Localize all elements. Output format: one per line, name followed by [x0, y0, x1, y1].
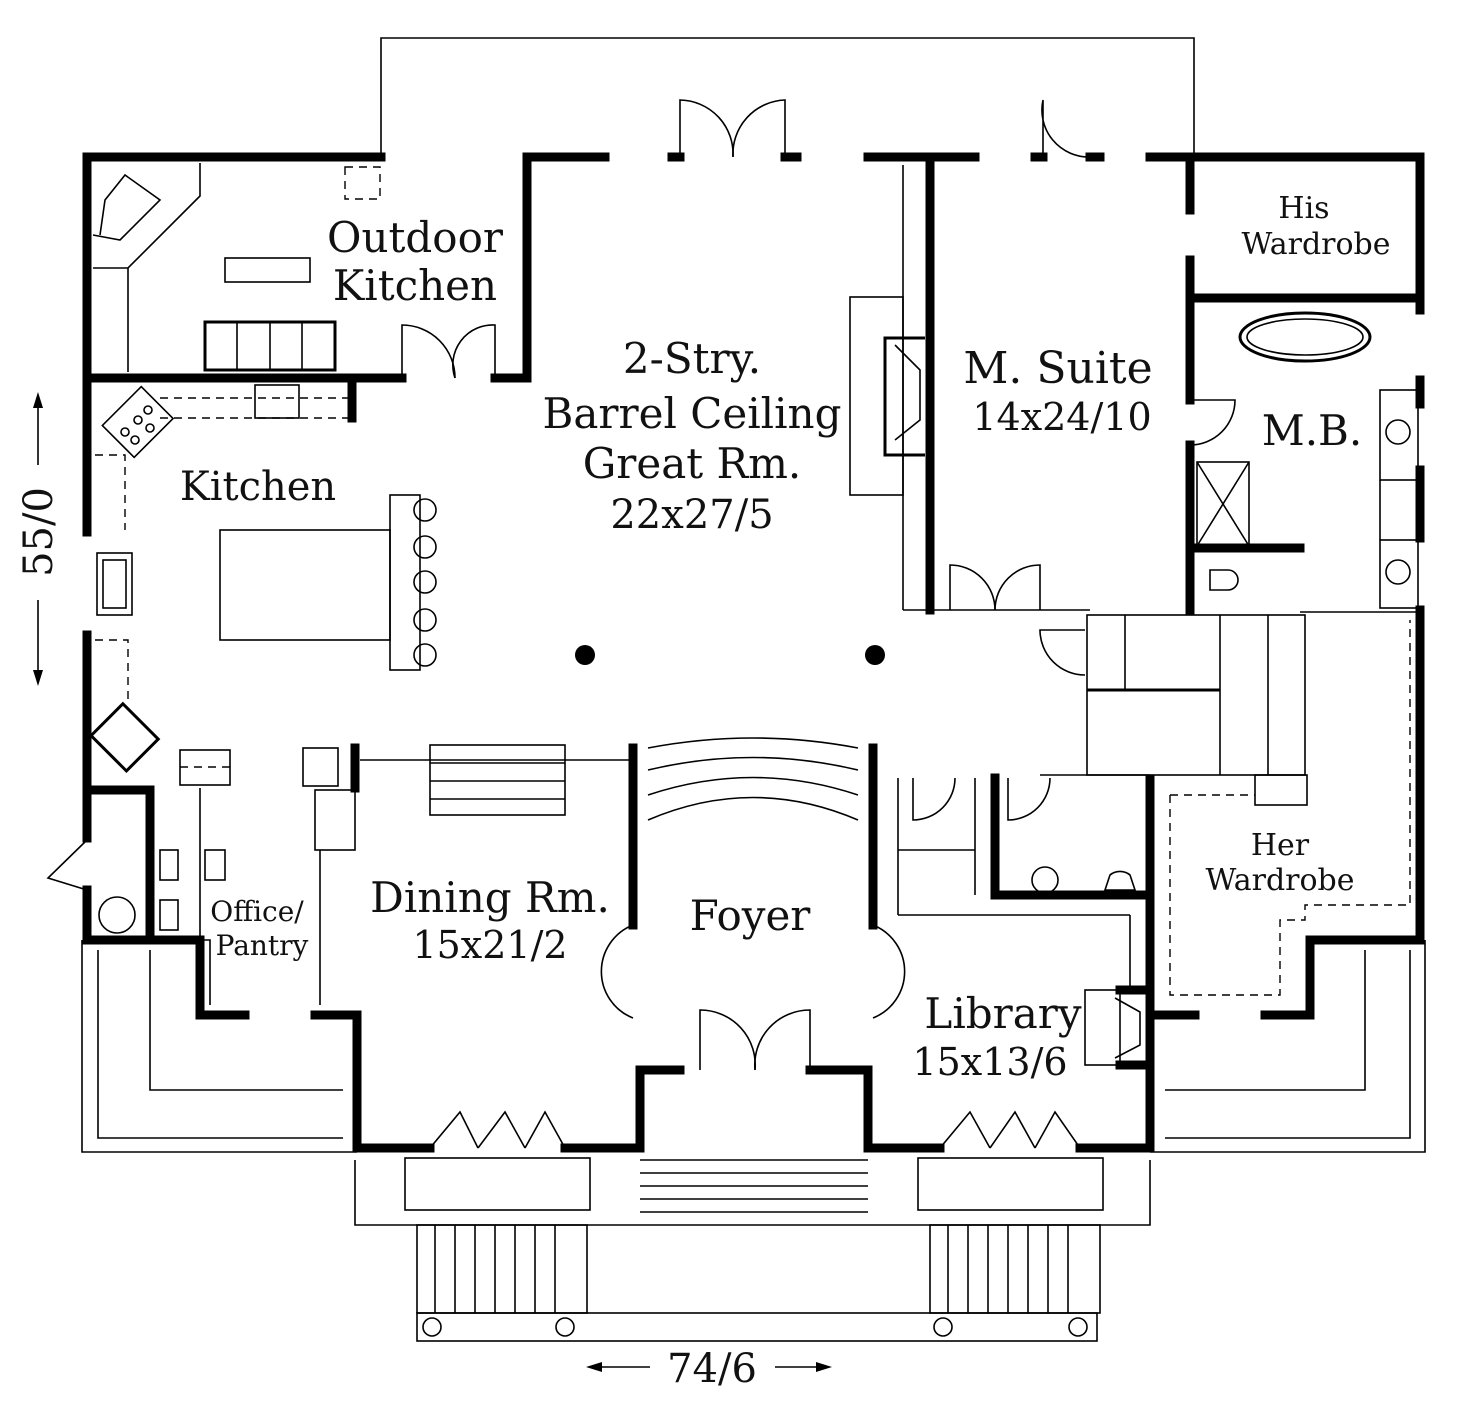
stool-icon	[413, 570, 437, 594]
room-labels: Outdoor Kitchen 2-Stry. Barrel Ceiling G…	[16, 191, 1391, 1392]
stool-icon	[413, 643, 437, 667]
master-bath-label: M.B.	[1262, 406, 1363, 455]
toilet-icon	[1209, 569, 1239, 591]
width-dimension-label: 74/6	[667, 1346, 757, 1392]
office-label-2: Pantry	[216, 929, 309, 962]
column-icon	[865, 645, 885, 665]
column-icon	[575, 645, 595, 665]
interior-walls	[82, 152, 1425, 1070]
dimension-lines	[33, 392, 832, 1372]
stool-icon	[413, 535, 437, 559]
great-room-label-1: 2-Stry.	[623, 334, 761, 383]
depth-dimension-label: 55/0	[16, 487, 62, 577]
toilet-icon	[1103, 870, 1137, 891]
dining-size: 15x21/2	[412, 923, 567, 967]
library-size: 15x13/6	[912, 1040, 1067, 1084]
arrow-left-icon	[586, 1362, 602, 1372]
dining-label: Dining Rm.	[370, 873, 610, 922]
his-wardrobe-label-2: Wardrobe	[1241, 227, 1390, 262]
kitchen-sink-icon	[96, 552, 133, 616]
sink-icon	[1031, 866, 1059, 894]
kitchen-label: Kitchen	[180, 464, 336, 510]
outdoor-kitchen-label-2: Kitchen	[333, 261, 497, 310]
great-room-label-3: Great Rm.	[583, 439, 802, 488]
master-suite-size: 14x24/10	[972, 395, 1151, 439]
office-label-1: Office/	[210, 895, 304, 928]
cooktop-icon	[101, 385, 175, 459]
chair-icon	[204, 849, 226, 881]
great-room-label-2: Barrel Ceiling	[543, 389, 842, 438]
sink-icon	[1385, 419, 1411, 445]
stool-icon	[413, 498, 437, 522]
arrow-right-icon	[816, 1362, 832, 1372]
doors	[46, 99, 1236, 1149]
foyer-label: Foyer	[690, 891, 812, 940]
partitions	[92, 163, 1420, 1066]
front-porch	[81, 940, 1426, 1342]
her-wardrobe-label-2: Wardrobe	[1205, 863, 1354, 898]
his-wardrobe-label-1: His	[1278, 191, 1329, 226]
bathtub-icon	[1238, 311, 1372, 363]
her-wardrobe-label-1: Her	[1251, 828, 1310, 863]
master-suite-label: M. Suite	[963, 343, 1152, 394]
library-label: Library	[924, 989, 1081, 1038]
arrow-down-icon	[33, 670, 43, 686]
exterior-walls	[82, 152, 1425, 1153]
rear-patio	[380, 37, 1195, 157]
fixtures	[88, 311, 1411, 934]
outdoor-kitchen-label-1: Outdoor	[327, 213, 504, 262]
arrow-up-icon	[33, 392, 43, 408]
sink-icon	[1385, 559, 1411, 585]
stool-icon	[413, 608, 437, 632]
great-room-size: 22x27/5	[610, 492, 773, 538]
